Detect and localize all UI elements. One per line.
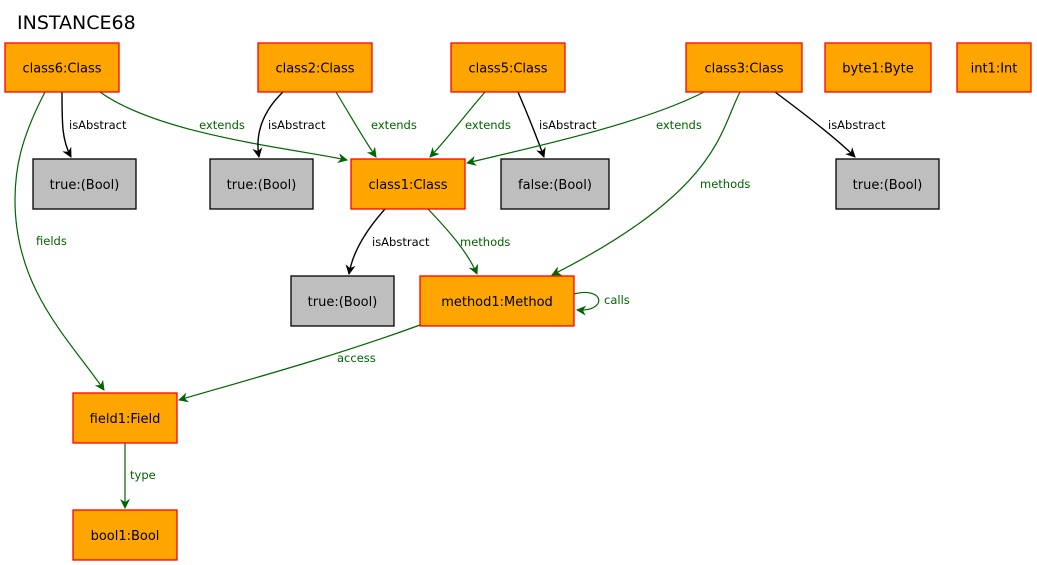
- node-byte1[interactable]: byte1:Byte: [824, 42, 932, 93]
- node-class3[interactable]: class3:Class: [685, 42, 803, 93]
- node-true-c1[interactable]: true:(Bool): [290, 275, 395, 327]
- node-label: field1:Field: [90, 412, 161, 427]
- node-class2[interactable]: class2:Class: [257, 42, 373, 93]
- edge-class2-isabstract-true_c2: [252, 91, 284, 158]
- node-box: [209, 158, 314, 210]
- node-int1[interactable]: int1:Int: [956, 42, 1032, 93]
- node-box: [824, 42, 932, 93]
- edge-label-extends: extends: [199, 118, 245, 132]
- edge-label-isabstract: isAbstract: [69, 118, 127, 132]
- node-label: true:(Bool): [50, 178, 120, 193]
- node-label: class5:Class: [468, 62, 547, 77]
- edge-label-isabstract: isAbstract: [268, 118, 326, 132]
- nodes-layer: class6:Class class2:Class class5:Class clas…: [4, 42, 1032, 561]
- node-box: [835, 158, 940, 210]
- edge-label-extends: extends: [656, 118, 702, 132]
- node-label: true:(Bool): [308, 295, 378, 310]
- edge-class5-isabstract-false_c5: [517, 91, 546, 158]
- node-label: byte1:Byte: [842, 62, 913, 77]
- edge-label-calls: calls: [604, 293, 630, 307]
- node-box: [32, 158, 137, 210]
- node-field1[interactable]: field1:Field: [72, 392, 178, 444]
- edge-label-type: type: [130, 468, 156, 482]
- node-true-c6[interactable]: true:(Bool): [32, 158, 137, 210]
- edge-label-access: access: [337, 351, 376, 365]
- edge-label-methods: methods: [700, 177, 750, 191]
- edge-method1-access-field1: [178, 324, 421, 403]
- edge-label-isabstract: isAbstract: [828, 118, 886, 132]
- edge-class3-extends-class1: [466, 91, 705, 166]
- node-label: false:(Bool): [518, 178, 592, 193]
- node-label: class6:Class: [22, 62, 101, 77]
- node-class6[interactable]: class6:Class: [4, 42, 120, 93]
- edge-class3-methods-method1: [551, 91, 741, 276]
- node-class1[interactable]: class1:Class: [350, 158, 466, 210]
- node-false-c5[interactable]: false:(Bool): [500, 158, 610, 210]
- node-box: [4, 42, 120, 93]
- node-label: bool1:Bool: [91, 529, 160, 544]
- node-box: [72, 392, 178, 444]
- edge-class5-extends-class1: [429, 91, 486, 158]
- node-true-c3[interactable]: true:(Bool): [835, 158, 940, 210]
- edges-layer: isAbstract extends fields isAbstract extends…: [14, 91, 886, 509]
- edge-class3-isabstract-true_c3: [774, 91, 856, 158]
- node-label: true:(Bool): [227, 178, 297, 193]
- edge-class6-isabstract-true_c6: [61, 91, 72, 158]
- node-label: int1:Int: [971, 62, 1018, 77]
- node-bool1[interactable]: bool1:Bool: [72, 509, 178, 561]
- node-box: [257, 42, 373, 93]
- node-class5[interactable]: class5:Class: [450, 42, 566, 93]
- edge-label-isabstract: isAbstract: [372, 235, 430, 249]
- diagram-title: INSTANCE68: [17, 12, 136, 34]
- node-true-c2[interactable]: true:(Bool): [209, 158, 314, 210]
- node-box: [350, 158, 466, 210]
- node-box: [956, 42, 1032, 93]
- node-box: [450, 42, 566, 93]
- edge-label-fields: fields: [36, 234, 67, 248]
- edge-class2-extends-class1: [335, 91, 377, 158]
- edge-label-extends: extends: [465, 118, 511, 132]
- node-label: true:(Bool): [853, 178, 923, 193]
- edge-label-methods: methods: [460, 235, 510, 249]
- node-box: [419, 275, 575, 327]
- edge-class1-methods-method1: [427, 208, 479, 275]
- node-method1[interactable]: method1:Method: [419, 275, 575, 327]
- edge-label-extends: extends: [371, 118, 417, 132]
- edge-label-isabstract: isAbstract: [539, 118, 597, 132]
- edge-class6-extends-class1: [99, 91, 348, 164]
- node-box: [500, 158, 610, 210]
- edge-class1-isabstract-true_c1: [345, 208, 386, 275]
- node-box: [72, 509, 178, 561]
- node-label: class3:Class: [704, 62, 783, 77]
- node-label: class1:Class: [368, 178, 447, 193]
- edge-method1-calls-method1: [573, 291, 600, 316]
- node-box: [685, 42, 803, 93]
- node-label: class2:Class: [275, 62, 354, 77]
- node-label: method1:Method: [441, 295, 553, 310]
- node-box: [290, 275, 395, 327]
- edge-class6-fields-field1: [14, 91, 105, 391]
